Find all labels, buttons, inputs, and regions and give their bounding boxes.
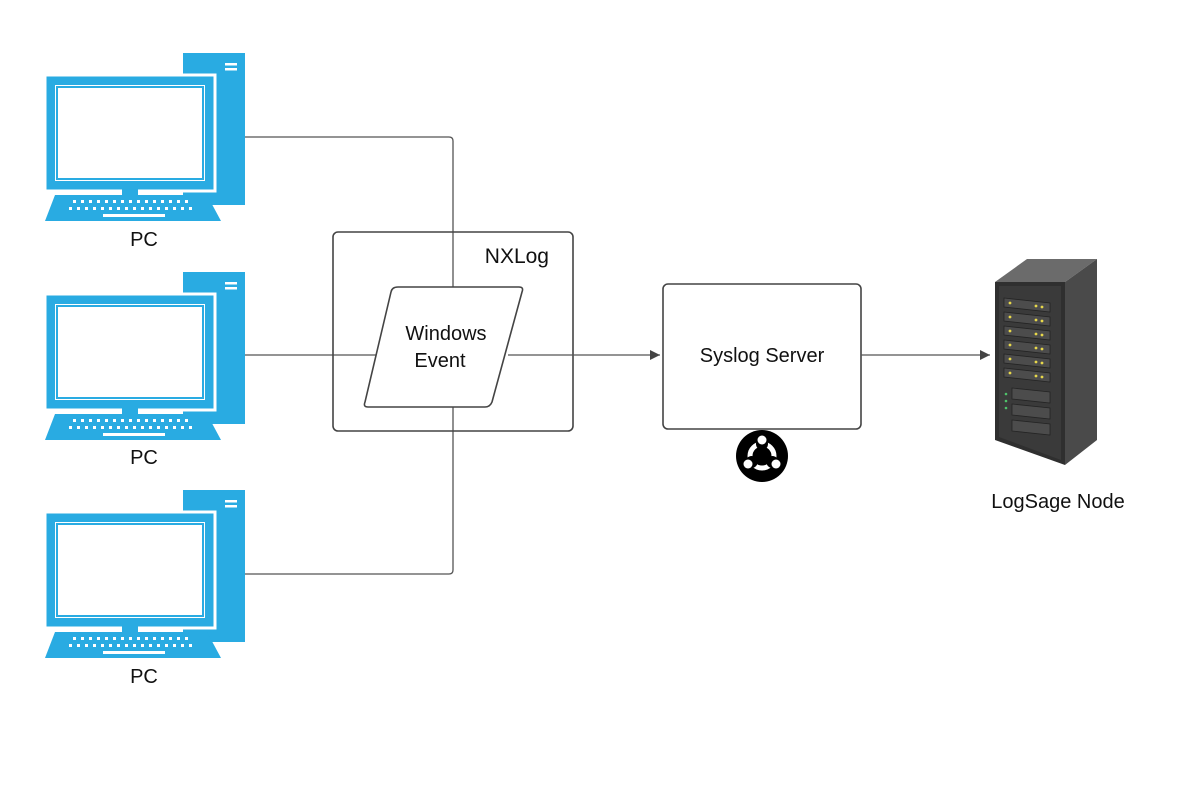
syslog-server-node: Syslog Server [662,283,862,430]
logsage-node-label: LogSage Node [991,491,1124,513]
ubuntu-icon [736,430,788,482]
syslog-server-label: Syslog Server [700,345,825,367]
pc-3: PC [43,488,247,688]
desktop-computer-icon [43,270,247,442]
connector-pc3 [243,405,454,575]
windows-event-node: Windows Event [363,286,524,408]
desktop-computer-icon [43,488,247,660]
connector-pc1 [243,136,454,287]
pc-1-label: PC [130,229,158,251]
pc-2-label: PC [130,447,158,469]
windows-event-label-line2: Event [414,350,466,372]
server-rack-icon: LogSage Node [991,259,1125,513]
pc-3-label: PC [130,666,158,688]
windows-event-label-line1: Windows [405,323,486,345]
nxlog-container: NXLog [332,231,574,432]
pc-1: PC [43,51,247,251]
desktop-computer-icon [43,51,247,223]
nxlog-title: NXLog [485,245,549,268]
pc-2: PC [43,270,247,469]
